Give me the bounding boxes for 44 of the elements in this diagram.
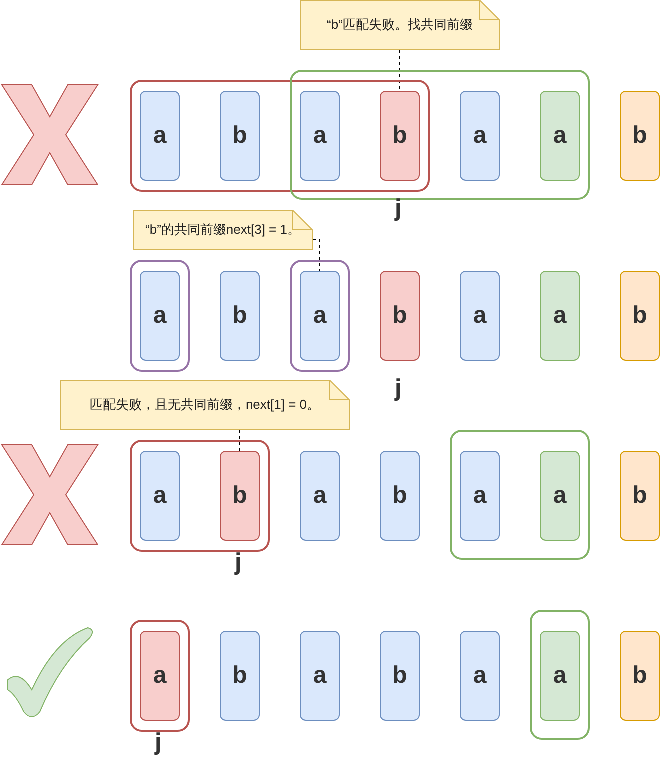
character-box: a (140, 271, 180, 361)
character-box: b (380, 271, 420, 361)
character-box: b (220, 271, 260, 361)
character-box: b (620, 631, 660, 721)
note-box: “b”匹配失败。找共同前缀 (300, 0, 500, 50)
character-box: b (220, 451, 260, 541)
character-box: a (140, 91, 180, 181)
highlight-frame (530, 610, 590, 740)
character-box: a (300, 91, 340, 181)
note-box: “b”的共同前缀next[3] = 1。 (133, 210, 313, 250)
character-box: b (380, 451, 420, 541)
character-box: a (460, 271, 500, 361)
character-box: b (220, 631, 260, 721)
character-box: b (620, 451, 660, 541)
index-label: j (395, 197, 402, 221)
character-box: b (620, 271, 660, 361)
highlight-frame (130, 620, 190, 732)
index-label: j (155, 731, 162, 755)
character-box: a (300, 271, 340, 361)
note-box: 匹配失败，且无共同前缀，next[1] = 0。 (60, 380, 350, 430)
character-box: b (220, 91, 260, 181)
highlight-frame (290, 260, 350, 372)
character-box: b (380, 631, 420, 721)
character-box: a (460, 451, 500, 541)
character-box: a (140, 451, 180, 541)
character-box: a (300, 451, 340, 541)
character-box: a (540, 271, 580, 361)
character-box: a (460, 631, 500, 721)
character-box: a (300, 631, 340, 721)
highlight-frame (130, 260, 190, 372)
leader-line (312, 240, 320, 272)
character-box: a (540, 91, 580, 181)
highlight-frame (290, 70, 590, 200)
highlight-frame (130, 440, 270, 552)
index-label: j (235, 551, 242, 575)
highlight-frame (130, 80, 430, 192)
character-box: a (540, 631, 580, 721)
highlight-frame (450, 430, 590, 560)
character-box: a (540, 451, 580, 541)
character-box: a (460, 91, 500, 181)
character-box: b (380, 91, 420, 181)
character-box: b (620, 91, 660, 181)
character-box: a (140, 631, 180, 721)
index-label: j (395, 377, 402, 401)
